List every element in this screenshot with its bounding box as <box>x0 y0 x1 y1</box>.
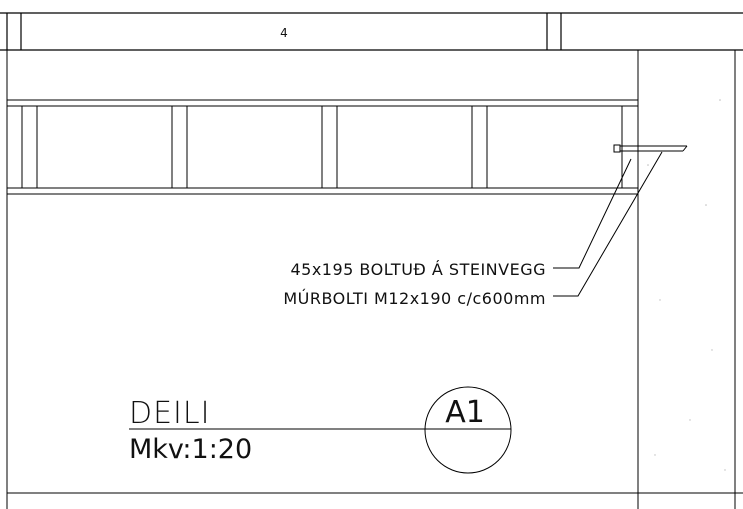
stone-wall-hatch <box>647 99 726 471</box>
detail-frame <box>6 50 743 509</box>
detail-reference-label: A1 <box>445 395 485 430</box>
detail-reference-circle <box>424 386 512 474</box>
title-row-number: 4 <box>280 26 288 40</box>
annotation-line-2: MÚRBOLTI M12x190 c/c600mm <box>283 289 546 308</box>
leader-lines <box>553 151 663 297</box>
stone-wall <box>637 50 736 509</box>
detail-title: DEILI <box>129 396 210 431</box>
detail-scale: Mkv:1:20 <box>129 434 252 465</box>
title-row <box>0 12 743 51</box>
timber-studs <box>21 106 623 188</box>
annotation-line-1: 45x195 BOLTUÐ Á STEINVEGG <box>290 260 546 279</box>
masonry-bolt <box>613 144 688 153</box>
